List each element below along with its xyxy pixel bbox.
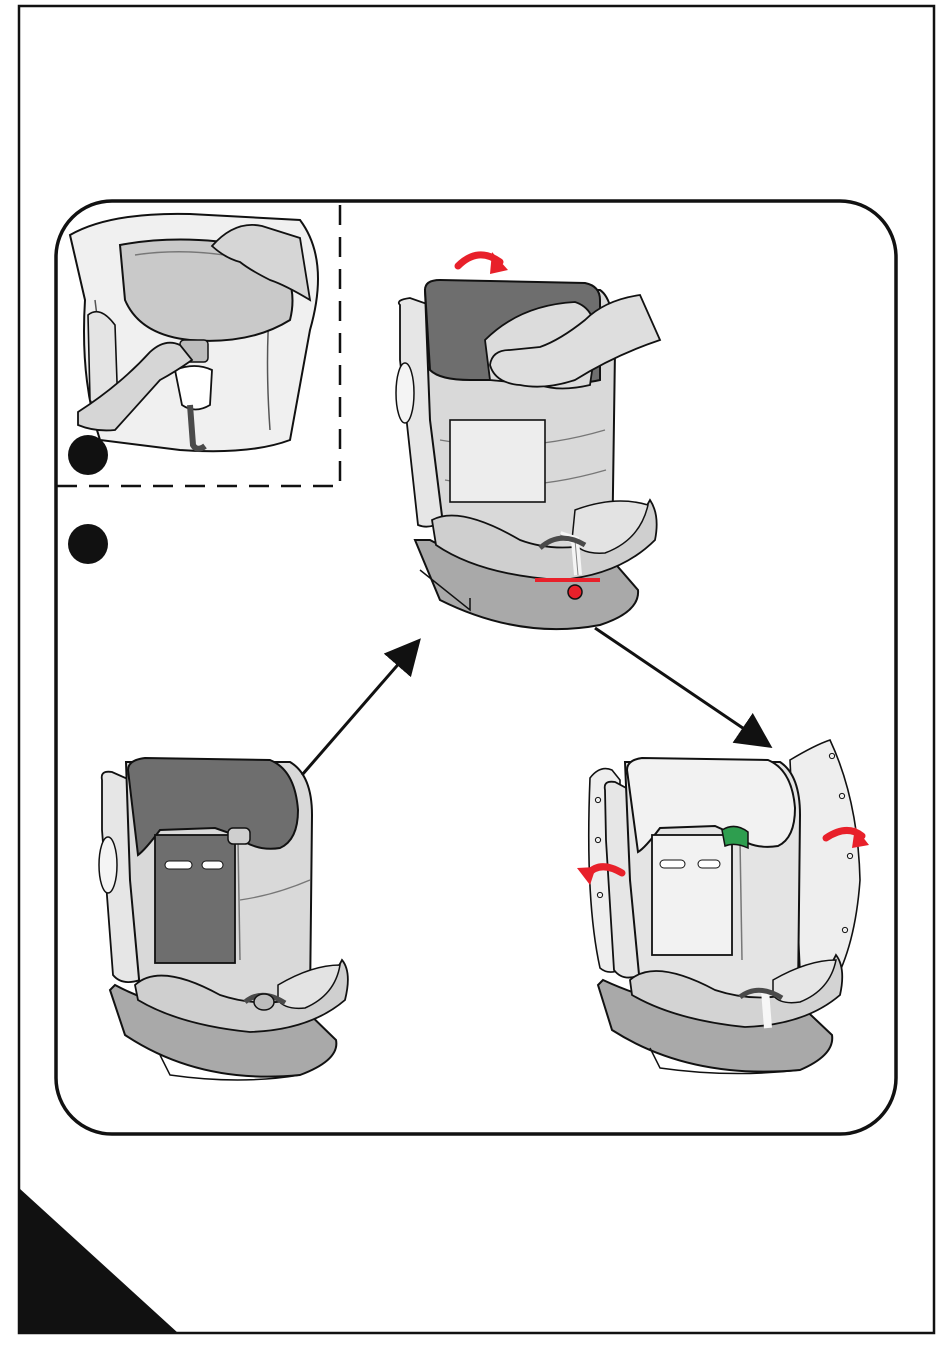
corner-tab (19, 1188, 178, 1333)
seat-with-cover (99, 758, 348, 1080)
step-badge-b (68, 524, 108, 564)
step-badge-a (68, 435, 108, 475)
strap-guide-icon (722, 826, 748, 848)
